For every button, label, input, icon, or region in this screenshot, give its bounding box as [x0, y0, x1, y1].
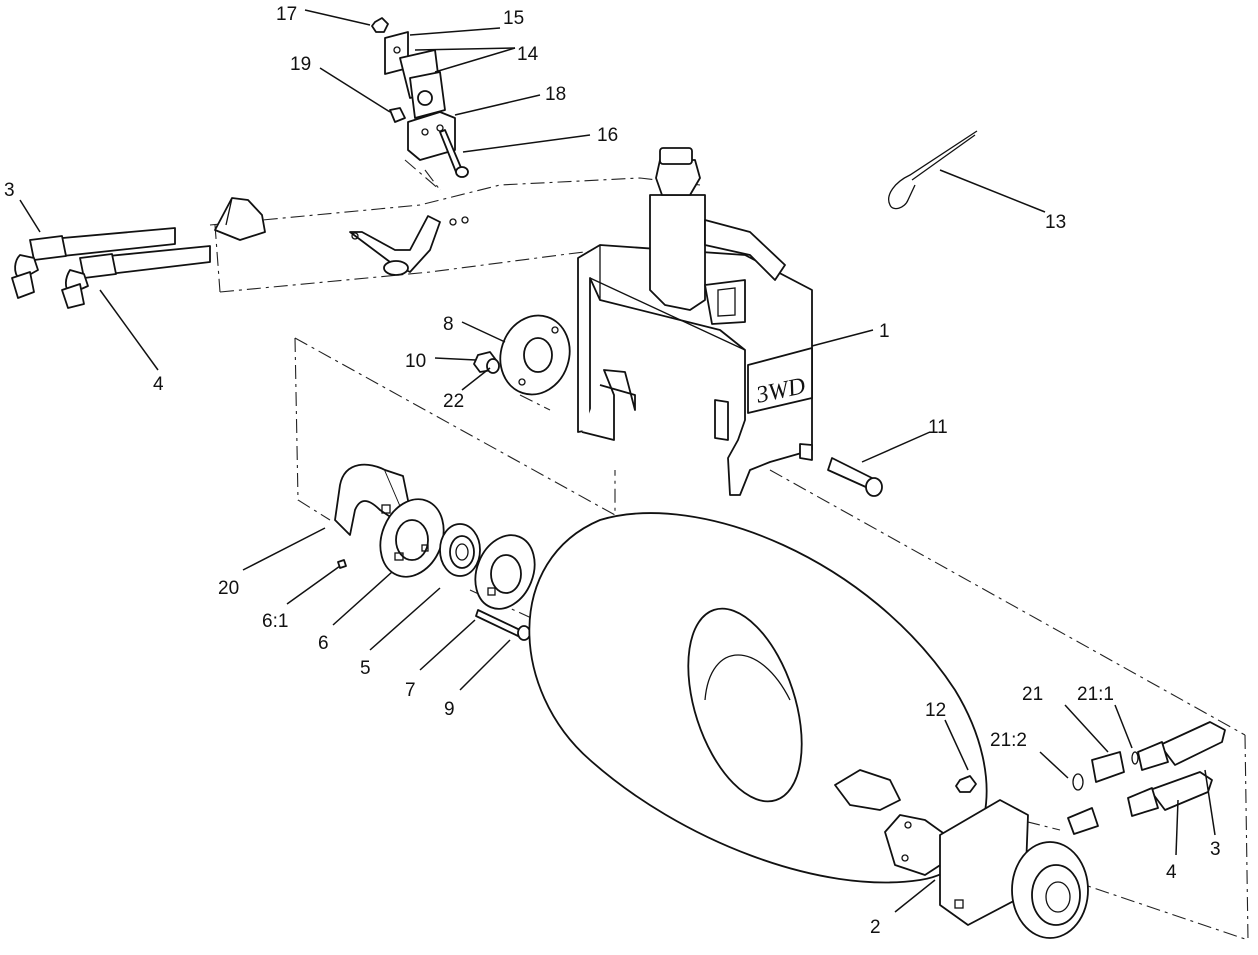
hoses-left	[11, 227, 211, 309]
callout-14: 14	[517, 44, 539, 65]
callout-6-1: 6:1	[262, 611, 288, 632]
callout-5: 5	[360, 658, 371, 679]
pin-11	[827, 457, 883, 497]
callout-20: 20	[218, 578, 239, 599]
wheel-motor-2	[834, 769, 1089, 939]
flat-plate-8	[499, 314, 571, 396]
callout-9: 9	[444, 699, 455, 720]
callout-4-left: 4	[153, 374, 164, 395]
callout-18: 18	[545, 84, 566, 105]
caster-fork: 3WD	[577, 244, 813, 496]
frame-arm	[214, 197, 469, 276]
callout-3-right: 3	[1210, 839, 1221, 860]
callout-2: 2	[870, 917, 881, 938]
callout-6: 6	[318, 633, 329, 654]
nut-12	[955, 775, 977, 793]
callout-13: 13	[1045, 212, 1066, 233]
callout-12: 12	[925, 700, 946, 721]
callout-22: 22	[443, 391, 464, 412]
callout-17: 17	[276, 4, 297, 25]
hoses-right	[1067, 721, 1226, 835]
callout-4-right: 4	[1166, 862, 1177, 883]
hub-half-20	[334, 463, 411, 536]
callout-1: 1	[879, 321, 890, 342]
callout-10: 10	[405, 351, 426, 372]
callout-19: 19	[290, 54, 311, 75]
callout-21: 21	[1022, 684, 1043, 705]
callout-3-left: 3	[4, 180, 15, 201]
callout-21-2: 21:2	[990, 730, 1027, 751]
callout-8: 8	[443, 314, 454, 335]
callout-11: 11	[928, 417, 948, 438]
callout-21-1: 21:1	[1077, 684, 1114, 705]
callout-16: 16	[597, 125, 618, 146]
callout-7: 7	[405, 680, 416, 701]
flange-plate-6	[379, 498, 445, 578]
hairpin-13	[888, 130, 978, 210]
flange-plate-7	[474, 534, 536, 610]
callouts: 17 15 14 19 18 16 13 3 4 1 8 10 22 11 20…	[4, 4, 1221, 938]
nut-10-washer-22	[473, 351, 500, 374]
bolt-9	[475, 609, 531, 641]
leader-lines	[19, 9, 1216, 913]
callout-15: 15	[503, 8, 524, 29]
bracket-stack	[371, 17, 469, 178]
caster-spindle	[649, 147, 786, 325]
bearing-5	[439, 523, 481, 577]
